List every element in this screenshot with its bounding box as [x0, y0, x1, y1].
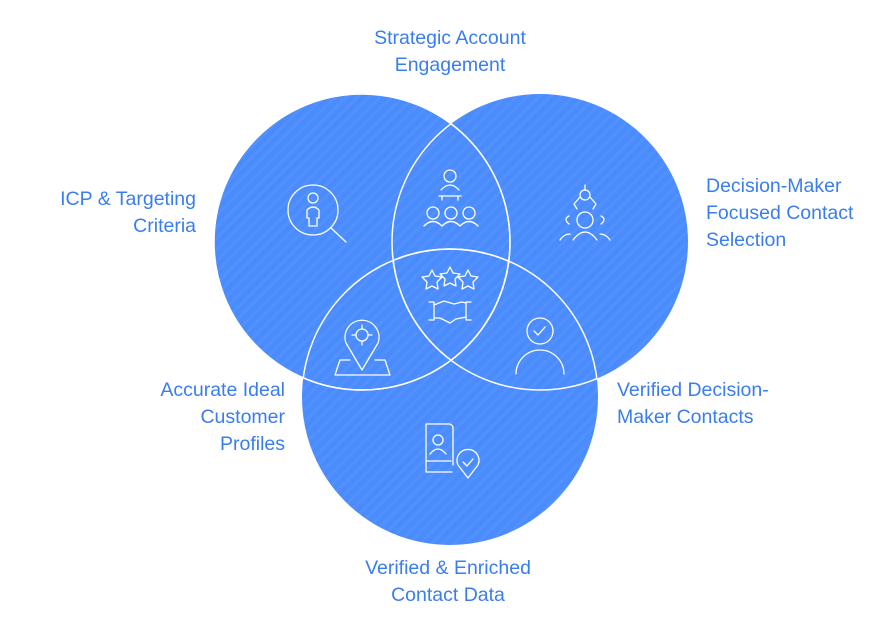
label-accurate-ideal-customer-profiles: Accurate Ideal Customer Profiles — [160, 379, 285, 455]
star-rating-handshake-icon — [421, 266, 479, 324]
circle-bottom — [302, 249, 598, 545]
intersection-outline — [302, 249, 511, 391]
intersection-outline — [392, 94, 511, 390]
contact-card-verified-icon — [425, 423, 480, 479]
label-strategic-account-engagement: Strategic Account Engagement — [374, 27, 526, 76]
person-search-icon — [287, 184, 347, 243]
decision-maker-team-icon — [559, 184, 611, 241]
label-verified-decision-maker-contacts: Verified Decision- Maker Contacts — [617, 379, 769, 428]
location-target-icon — [334, 319, 391, 376]
intersection-outline — [391, 94, 510, 390]
intersection-outline — [391, 249, 598, 391]
label-icp-targeting-criteria: ICP & Targeting Criteria — [60, 188, 196, 237]
label-verified-enriched-contact-data: Verified & Enriched Contact Data — [365, 557, 531, 606]
intersection-outline — [392, 248, 599, 390]
label-decision-maker-focused-contact-selection: Decision-Maker Focused Contact Selection — [706, 175, 854, 251]
verified-person-icon — [515, 317, 565, 375]
audience-presenter-icon — [423, 169, 479, 227]
